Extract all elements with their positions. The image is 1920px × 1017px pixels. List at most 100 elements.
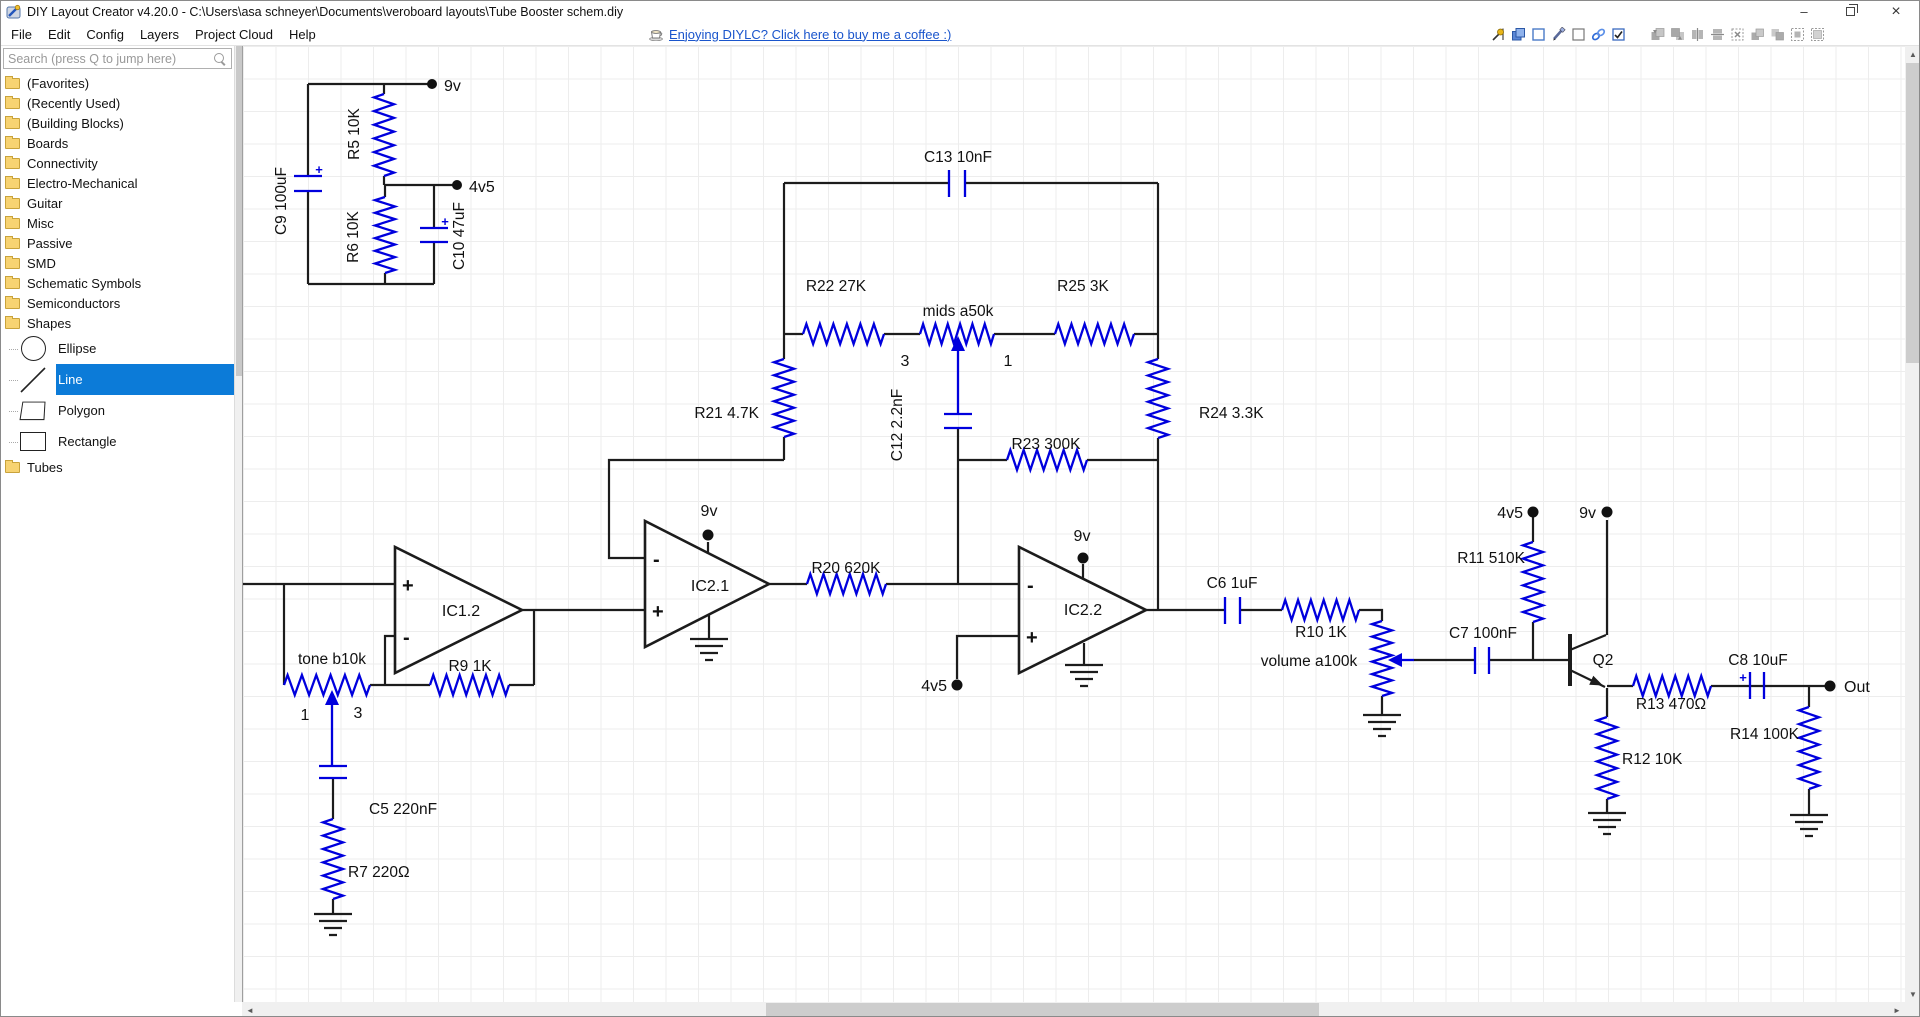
menu-file[interactable]: File	[11, 26, 32, 42]
sidebar-item-misc[interactable]: Misc	[1, 213, 234, 233]
horizontal-scroll-thumb[interactable]	[766, 1003, 1319, 1016]
horizontal-scrollbar[interactable]: ◄ ►	[242, 1002, 1905, 1016]
resistor-r11[interactable]	[1519, 540, 1547, 624]
blank-square-icon[interactable]	[1571, 27, 1586, 42]
line-icon	[18, 366, 48, 394]
capacitor-c7[interactable]	[1473, 647, 1491, 674]
scroll-up-button[interactable]: ▲	[1905, 46, 1919, 62]
menu-layers[interactable]: Layers	[139, 26, 179, 42]
terminals[interactable]	[427, 79, 1836, 692]
sidebar-item-recently-used[interactable]: (Recently Used)	[1, 93, 234, 113]
resistor-r13[interactable]	[1631, 672, 1713, 700]
send-backward-icon	[1651, 28, 1665, 40]
potentiometer-mids[interactable]	[918, 320, 996, 348]
potentiometer-tone[interactable]	[282, 671, 372, 699]
link-icon[interactable]	[1591, 27, 1606, 42]
vertical-scroll-thumb[interactable]	[1906, 63, 1919, 363]
capacitor-c12[interactable]	[944, 412, 972, 430]
terminal-9v-ic22[interactable]	[1077, 552, 1089, 564]
scroll-down-button[interactable]: ▼	[1905, 986, 1919, 1002]
menu-edit[interactable]: Edit	[47, 26, 71, 42]
menu-help[interactable]: Help	[289, 26, 316, 42]
terminal-out[interactable]	[1824, 680, 1836, 692]
resistor-r22[interactable]	[801, 320, 886, 348]
menu-config[interactable]: Config	[86, 26, 124, 42]
new-component-icon[interactable]	[1531, 27, 1546, 42]
resistor-r14[interactable]	[1795, 705, 1823, 791]
scroll-left-button[interactable]: ◄	[242, 1002, 258, 1016]
capacitor-c5[interactable]	[319, 764, 347, 780]
sidebar-item-electro-mechanical[interactable]: Electro-Mechanical	[1, 173, 234, 193]
sidebar-item-schematic-symbols[interactable]: Schematic Symbols	[1, 273, 234, 293]
sidebar-item-rectangle[interactable]: Rectangle	[1, 426, 234, 457]
resistor-r7[interactable]	[319, 817, 347, 901]
resistor-r23[interactable]	[1005, 446, 1089, 474]
sidebar-scrollbar[interactable]	[234, 46, 242, 1002]
terminal-9v-ic21[interactable]	[702, 529, 714, 541]
label-tone-pin3: 3	[354, 705, 363, 722]
align-horizontal-icon	[1692, 28, 1703, 41]
opamp-ic2-1[interactable]	[643, 518, 772, 650]
rectangle-icon	[18, 428, 48, 456]
pin-icon[interactable]	[1491, 27, 1506, 42]
capacitor-c10[interactable]	[420, 226, 448, 244]
components[interactable]	[282, 92, 1823, 901]
sidebar-item-semiconductors[interactable]: Semiconductors	[1, 293, 234, 313]
label-c7: C7 100nF	[1449, 625, 1517, 642]
search-input[interactable]	[4, 51, 213, 66]
transistor-q2[interactable]	[1568, 633, 1607, 688]
terminal-9v-right[interactable]	[1601, 506, 1613, 518]
schematic[interactable]: C9 100uF R5 10K R6 10K C10 47uF 9v 4v5 C…	[243, 46, 1906, 1002]
opamp-ic1-2[interactable]	[393, 544, 525, 676]
sidebar-item-polygon[interactable]: Polygon	[1, 395, 234, 426]
sidebar-item-tubes[interactable]: Tubes	[1, 457, 234, 477]
search-box[interactable]	[3, 48, 232, 69]
volume-wiper-arrow	[1388, 653, 1402, 667]
checkbox-icon[interactable]	[1611, 27, 1626, 42]
pen-icon[interactable]	[1551, 27, 1566, 42]
capacitor-c8[interactable]	[1748, 672, 1766, 699]
resistor-r25[interactable]	[1053, 320, 1136, 348]
wires[interactable]	[243, 82, 1830, 914]
close-button[interactable]: ×	[1891, 2, 1901, 20]
sidebar-item-favorites[interactable]: (Favorites)	[1, 73, 234, 93]
sidebar-item-shapes[interactable]: Shapes	[1, 313, 234, 333]
resistor-r20[interactable]	[805, 570, 888, 598]
c10-polarity: +	[441, 214, 449, 229]
sidebar-item-boards[interactable]: Boards	[1, 133, 234, 153]
menu-project-cloud[interactable]: Project Cloud	[194, 26, 274, 42]
capacitor-c6[interactable]	[1223, 597, 1242, 624]
schematic-canvas[interactable]: C9 100uF R5 10K R6 10K C10 47uF 9v 4v5 C…	[242, 46, 1905, 1002]
sidebar-item-passive[interactable]: Passive	[1, 233, 234, 253]
resistor-r9[interactable]	[428, 671, 511, 699]
copy-icon[interactable]	[1511, 27, 1526, 42]
labels: C9 100uF R5 10K R6 10K C10 47uF 9v 4v5 C…	[273, 78, 1870, 881]
capacitor-c9[interactable]	[294, 174, 322, 193]
terminal-4v5-right[interactable]	[1527, 506, 1539, 518]
sidebar-item-connectivity[interactable]: Connectivity	[1, 153, 234, 173]
delete-selection-icon	[1731, 28, 1744, 41]
resistor-r12[interactable]	[1593, 715, 1621, 801]
polygon-icon	[18, 397, 48, 425]
opamp-ic2-2[interactable]	[1017, 544, 1149, 676]
sidebar-item-smd[interactable]: SMD	[1, 253, 234, 273]
resistor-r21[interactable]	[770, 357, 798, 439]
resistor-r5[interactable]	[370, 92, 398, 178]
resistor-r6[interactable]	[371, 195, 399, 275]
resistor-r10[interactable]	[1280, 596, 1361, 624]
sidebar-item-building-blocks[interactable]: (Building Blocks)	[1, 113, 234, 133]
vertical-scrollbar[interactable]: ▲ ▼	[1905, 46, 1919, 1002]
potentiometer-volume[interactable]	[1368, 619, 1396, 698]
terminal-4v5-top[interactable]	[452, 180, 462, 190]
terminal-4v5-ic22[interactable]	[951, 679, 963, 691]
minimize-button[interactable]: –	[1800, 4, 1808, 19]
donate-link[interactable]: Enjoying DIYLC? Click here to buy me a c…	[669, 26, 952, 42]
sidebar-item-line[interactable]: Line	[1, 364, 234, 395]
capacitor-c13[interactable]	[947, 170, 967, 197]
sidebar-item-ellipse[interactable]: Ellipse	[1, 333, 234, 364]
sidebar-item-guitar[interactable]: Guitar	[1, 193, 234, 213]
terminal-9v-top[interactable]	[427, 79, 437, 89]
scroll-right-button[interactable]: ►	[1889, 1002, 1905, 1016]
resistor-r24[interactable]	[1144, 357, 1172, 440]
restore-button[interactable]	[1827, 1, 1873, 22]
